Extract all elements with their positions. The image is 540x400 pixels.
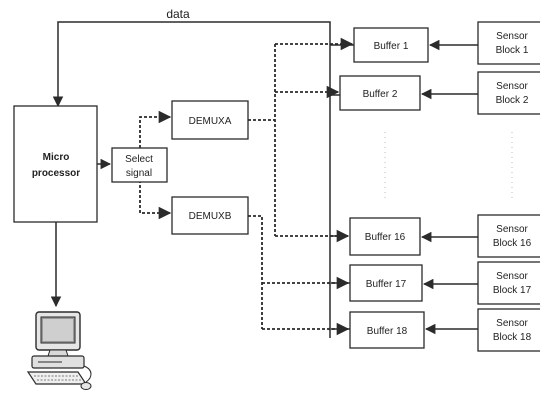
desktop-computer-icon [28, 312, 91, 390]
sensor-block-18: Sensor Block 18 [478, 309, 540, 351]
sensor-label: Sensor [496, 224, 528, 235]
sensor-block-2: Sensor Block 2 [478, 72, 540, 114]
microprocessor-label: processor [32, 168, 80, 179]
demuxa-block: DEMUXA [172, 101, 248, 139]
buffer-18-block: Buffer 18 [350, 312, 424, 348]
demuxb-out [248, 216, 262, 329]
sensor-label: Sensor [496, 271, 528, 282]
sensor-label: Block 17 [493, 285, 532, 296]
select-to-demuxa-line [140, 117, 170, 148]
buffer-label: Buffer 16 [365, 232, 406, 243]
buffer-label: Buffer 2 [363, 89, 398, 100]
data-line [58, 22, 330, 106]
sensor-block-17: Sensor Block 17 [478, 262, 540, 304]
select-to-demuxb-line [140, 180, 170, 213]
buffer-2-block: Buffer 2 [340, 76, 420, 110]
sensor-label: Block 2 [496, 95, 529, 106]
microprocessor-label: Micro [43, 152, 70, 163]
buffer-label: Buffer 1 [374, 41, 409, 52]
demuxb-block: DEMUXB [172, 197, 248, 234]
sensor-label: Block 18 [493, 332, 532, 343]
sensor-label: Block 16 [493, 238, 532, 249]
sensor-label: Sensor [496, 318, 528, 329]
data-line-label: data [166, 7, 190, 21]
buffer-label: Buffer 18 [367, 326, 408, 337]
buffer-17-block: Buffer 17 [350, 265, 422, 301]
buffer-1-block: Buffer 1 [354, 28, 428, 62]
select-signal-label: signal [126, 168, 152, 179]
demuxb-label: DEMUXB [189, 211, 232, 222]
buffer-16-block: Buffer 16 [350, 218, 420, 255]
sensor-label: Sensor [496, 31, 528, 42]
sensor-label: Sensor [496, 81, 528, 92]
select-signal-label: Select [125, 154, 153, 165]
sensor-label: Block 1 [496, 45, 529, 56]
select-signal-block: Select signal [112, 148, 167, 182]
microprocessor-block: Micro processor [14, 106, 97, 222]
sensor-block-16: Sensor Block 16 [478, 215, 540, 257]
sensor-block-1: Sensor Block 1 [478, 22, 540, 64]
buffer-label: Buffer 17 [366, 279, 407, 290]
demuxa-label: DEMUXA [189, 116, 232, 127]
